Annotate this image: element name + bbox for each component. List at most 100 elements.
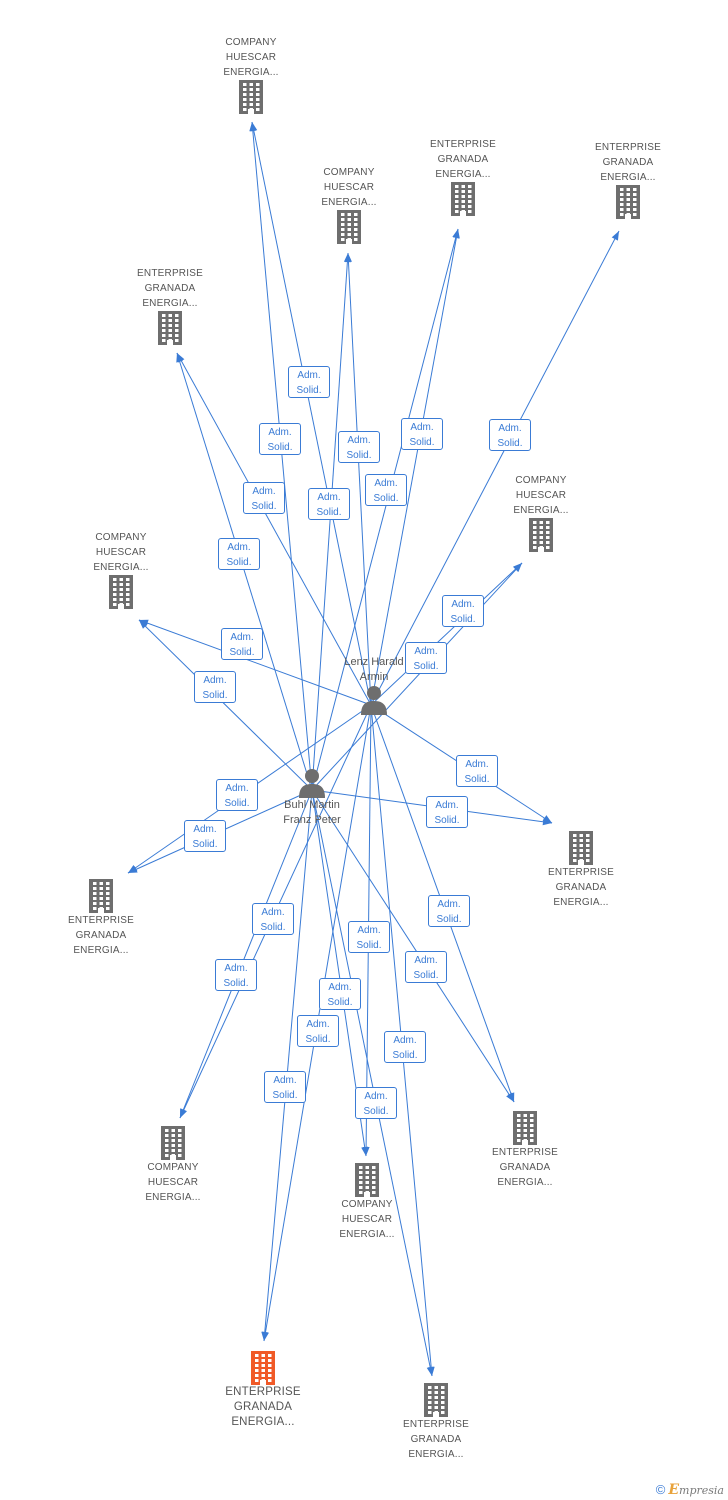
relation-label-lenz-c4[interactable]: Adm.Solid. xyxy=(489,419,531,451)
company-label-line: COMPANY xyxy=(323,167,375,178)
relation-label-lenz-c14[interactable]: Adm.Solid. xyxy=(384,1031,426,1063)
company-label-line: GRANADA xyxy=(75,930,127,941)
company-label-line: GRANADA xyxy=(233,1401,293,1413)
arrowhead xyxy=(361,1146,369,1156)
relation-label-line2: Solid. xyxy=(202,690,228,701)
edge-lenz-c4 xyxy=(370,230,620,706)
arrowhead xyxy=(506,1092,514,1102)
relation-label-lenz-c2[interactable]: Adm.Solid. xyxy=(338,431,380,463)
relation-label-buhl-c12[interactable]: Adm.Solid. xyxy=(319,978,361,1010)
relation-label-lenz-c12[interactable]: Adm.Solid. xyxy=(348,921,390,953)
relation-label-line2: Solid. xyxy=(436,914,462,925)
relation-label-line2: Solid. xyxy=(260,922,286,933)
edge-buhl-c14 xyxy=(311,789,433,1377)
relation-label-line1: Adm. xyxy=(252,486,276,497)
company-label-line: ENTERPRISE xyxy=(137,268,203,279)
relation-label-line1: Adm. xyxy=(437,899,461,910)
company-label-line: ENTERPRISE xyxy=(403,1419,469,1430)
relation-label-lenz-c3[interactable]: Adm.Solid. xyxy=(401,418,443,450)
relation-label-buhl-c14[interactable]: Adm.Solid. xyxy=(355,1087,397,1119)
building-icon xyxy=(403,182,523,216)
relation-label-lenz-c8[interactable]: Adm.Solid. xyxy=(456,755,498,787)
relation-label-buhl-c10[interactable]: Adm.Solid. xyxy=(215,959,257,991)
relation-label-buhl-c1[interactable]: Adm.Solid. xyxy=(259,423,301,455)
relation-label-buhl-c11[interactable]: Adm. Solid. xyxy=(428,895,470,927)
relation-label-line1: Adm. xyxy=(230,632,254,643)
company-label-line: HUESCAR xyxy=(515,490,567,501)
relation-label-lenz-c7[interactable]: Adm.Solid. xyxy=(221,628,263,660)
relation-label-line2: Solid. xyxy=(356,940,382,951)
relation-label-buhl-c3[interactable]: Adm.Solid. xyxy=(365,474,407,506)
arrowhead xyxy=(542,818,552,826)
relation-label-lenz-c13[interactable]: Adm.Solid. xyxy=(297,1015,339,1047)
edge-buhl-c6 xyxy=(311,562,523,791)
arrowhead xyxy=(426,1366,434,1376)
relation-label-buhl-c2[interactable]: Adm.Solid. xyxy=(308,488,350,520)
arrowhead xyxy=(176,353,184,363)
company-label-line: ENTERPRISE xyxy=(68,915,134,926)
company-label-line: ENTERPRISE xyxy=(595,142,661,153)
relation-label-lenz-c1[interactable]: Adm.Solid. xyxy=(288,366,330,398)
relation-label-line1: Adm. xyxy=(410,422,434,433)
company-label-line: ENTERPRISE xyxy=(548,867,614,878)
company-label-line: HUESCAR xyxy=(225,52,277,63)
relation-label-lenz-c10[interactable]: Adm. Solid. xyxy=(252,903,294,935)
person-icon xyxy=(319,685,429,715)
relation-label-buhl-c9[interactable]: Adm.Solid. xyxy=(184,820,226,852)
building-icon xyxy=(113,1126,233,1160)
edge-buhl-c10 xyxy=(179,789,313,1119)
company-label-line: ENERGIA... xyxy=(73,945,129,956)
edge-buhl-c2 xyxy=(311,252,349,791)
relation-label-line2: Solid. xyxy=(296,385,322,396)
edge-buhl-c5 xyxy=(176,352,313,791)
edge-buhl-c1 xyxy=(251,121,313,791)
building-icon xyxy=(110,311,230,345)
relation-label-buhl-c6[interactable]: Adm.Solid. xyxy=(405,642,447,674)
relation-label-buhl-c7[interactable]: Adm.Solid. xyxy=(194,671,236,703)
company-label-line: COMPANY xyxy=(147,1162,199,1173)
person-icon xyxy=(257,768,367,798)
person-label-line: Franz Peter xyxy=(283,814,341,826)
relation-label-lenz-c5[interactable]: Adm. Solid. xyxy=(243,482,285,514)
relation-label-lenz-c9[interactable]: Adm.Solid. xyxy=(216,779,258,811)
relation-label-line2: Solid. xyxy=(251,501,277,512)
relation-label-line2: Solid. xyxy=(327,997,353,1008)
building-icon xyxy=(376,1383,496,1417)
relation-label-buhl-c13[interactable]: Adm.Solid. xyxy=(264,1071,306,1103)
footer-brand[interactable]: ©Empresia xyxy=(656,1482,724,1498)
edge-lenz-c2 xyxy=(347,252,372,706)
building-icon xyxy=(191,80,311,114)
relation-label-buhl-c8[interactable]: Adm.Solid. xyxy=(426,796,468,828)
relation-label-buhl-c5[interactable]: Adm.Solid. xyxy=(218,538,260,570)
building-icon xyxy=(289,210,409,244)
relation-label-line1: Adm. xyxy=(261,907,285,918)
company-node-c9[interactable]: ENTERPRISE GRANADA ENERGIA... xyxy=(41,879,161,958)
company-label-line: ENERGIA... xyxy=(553,897,609,908)
relation-label-lenz-c11[interactable]: Adm.Solid. xyxy=(405,951,447,983)
company-label-line: ENERGIA... xyxy=(145,1192,201,1203)
company-label-line: HUESCAR xyxy=(341,1214,393,1225)
relation-label-lenz-c6[interactable]: Adm.Solid. xyxy=(442,595,484,627)
company-label-line: GRANADA xyxy=(144,283,196,294)
relation-label-line2: Solid. xyxy=(305,1034,331,1045)
company-label-line: ENERGIA... xyxy=(339,1229,395,1240)
arrowhead xyxy=(249,122,257,132)
